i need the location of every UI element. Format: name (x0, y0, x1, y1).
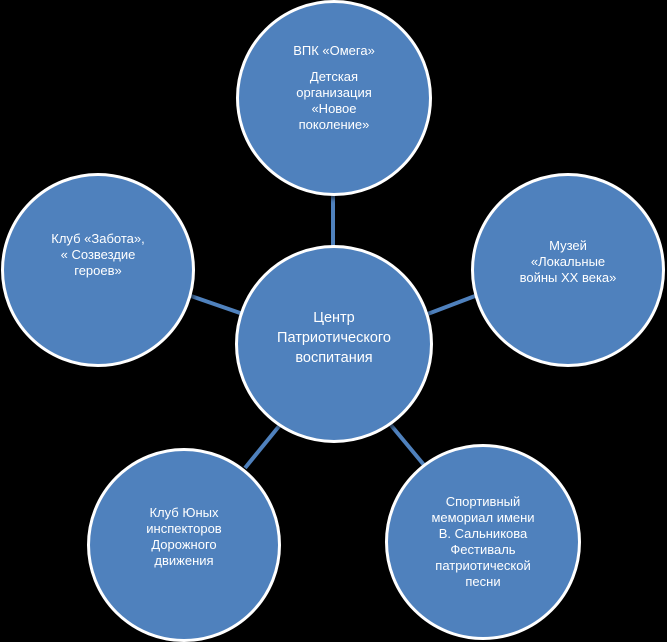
node-top-line-5: «Новое (311, 101, 357, 116)
center-line-3: воспитания (295, 350, 373, 366)
node-young-inspectors: Клуб Юных инспекторов Дорожного движения (87, 448, 281, 642)
node-museum: Музей «Локальные войны XX века» (471, 173, 665, 367)
connector-right (424, 294, 476, 317)
node-top-line-6: поколение» (298, 117, 370, 132)
node-bottom-right-line-5: патриотической (435, 558, 531, 573)
node-bottom-right-line-2: мемориал имени (431, 510, 535, 525)
node-top-line-4: организация (296, 85, 372, 100)
node-bottom-right-line-1: Спортивный (445, 494, 521, 509)
node-bottom-left-line-1: Клуб Юных (149, 505, 219, 520)
node-club-zabota: Клуб «Забота», « Созвездие героев» (1, 173, 195, 367)
node-top-line-1: ВПК «Омега» (293, 43, 375, 58)
node-right-line-3: войны XX века» (519, 270, 617, 285)
node-vpk-omega: ВПК «Омега» Детская организация «Новое п… (236, 0, 432, 196)
connector-bottom-left (243, 423, 282, 470)
node-center: Центр Патриотического воспитания (235, 245, 433, 443)
node-sport-memorial: Спортивный мемориал имени В. Сальникова … (385, 444, 581, 640)
node-bottom-left-line-4: движения (154, 553, 214, 568)
node-left-line-2: « Созвездие (60, 247, 136, 262)
center-line-2: Патриотического (277, 330, 391, 346)
node-bottom-right-line-6: песни (465, 574, 501, 589)
node-left-line-3: героев» (74, 263, 122, 278)
node-top-line-3: Детская (309, 69, 359, 84)
node-bottom-right-line-4: Фестиваль (450, 542, 516, 557)
node-left-line-1: Клуб «Забота», (51, 231, 145, 246)
node-right-line-2: «Локальные (530, 254, 606, 269)
node-right-line-1: Музей (549, 238, 587, 253)
center-line-1: Центр (313, 310, 355, 326)
connector-left (190, 294, 244, 316)
node-bottom-left-line-3: Дорожного (151, 537, 217, 552)
node-bottom-left-line-2: инспекторов (146, 521, 222, 536)
node-bottom-right-line-3: В. Сальникова (438, 526, 528, 541)
connector-bottom-right (388, 422, 426, 467)
